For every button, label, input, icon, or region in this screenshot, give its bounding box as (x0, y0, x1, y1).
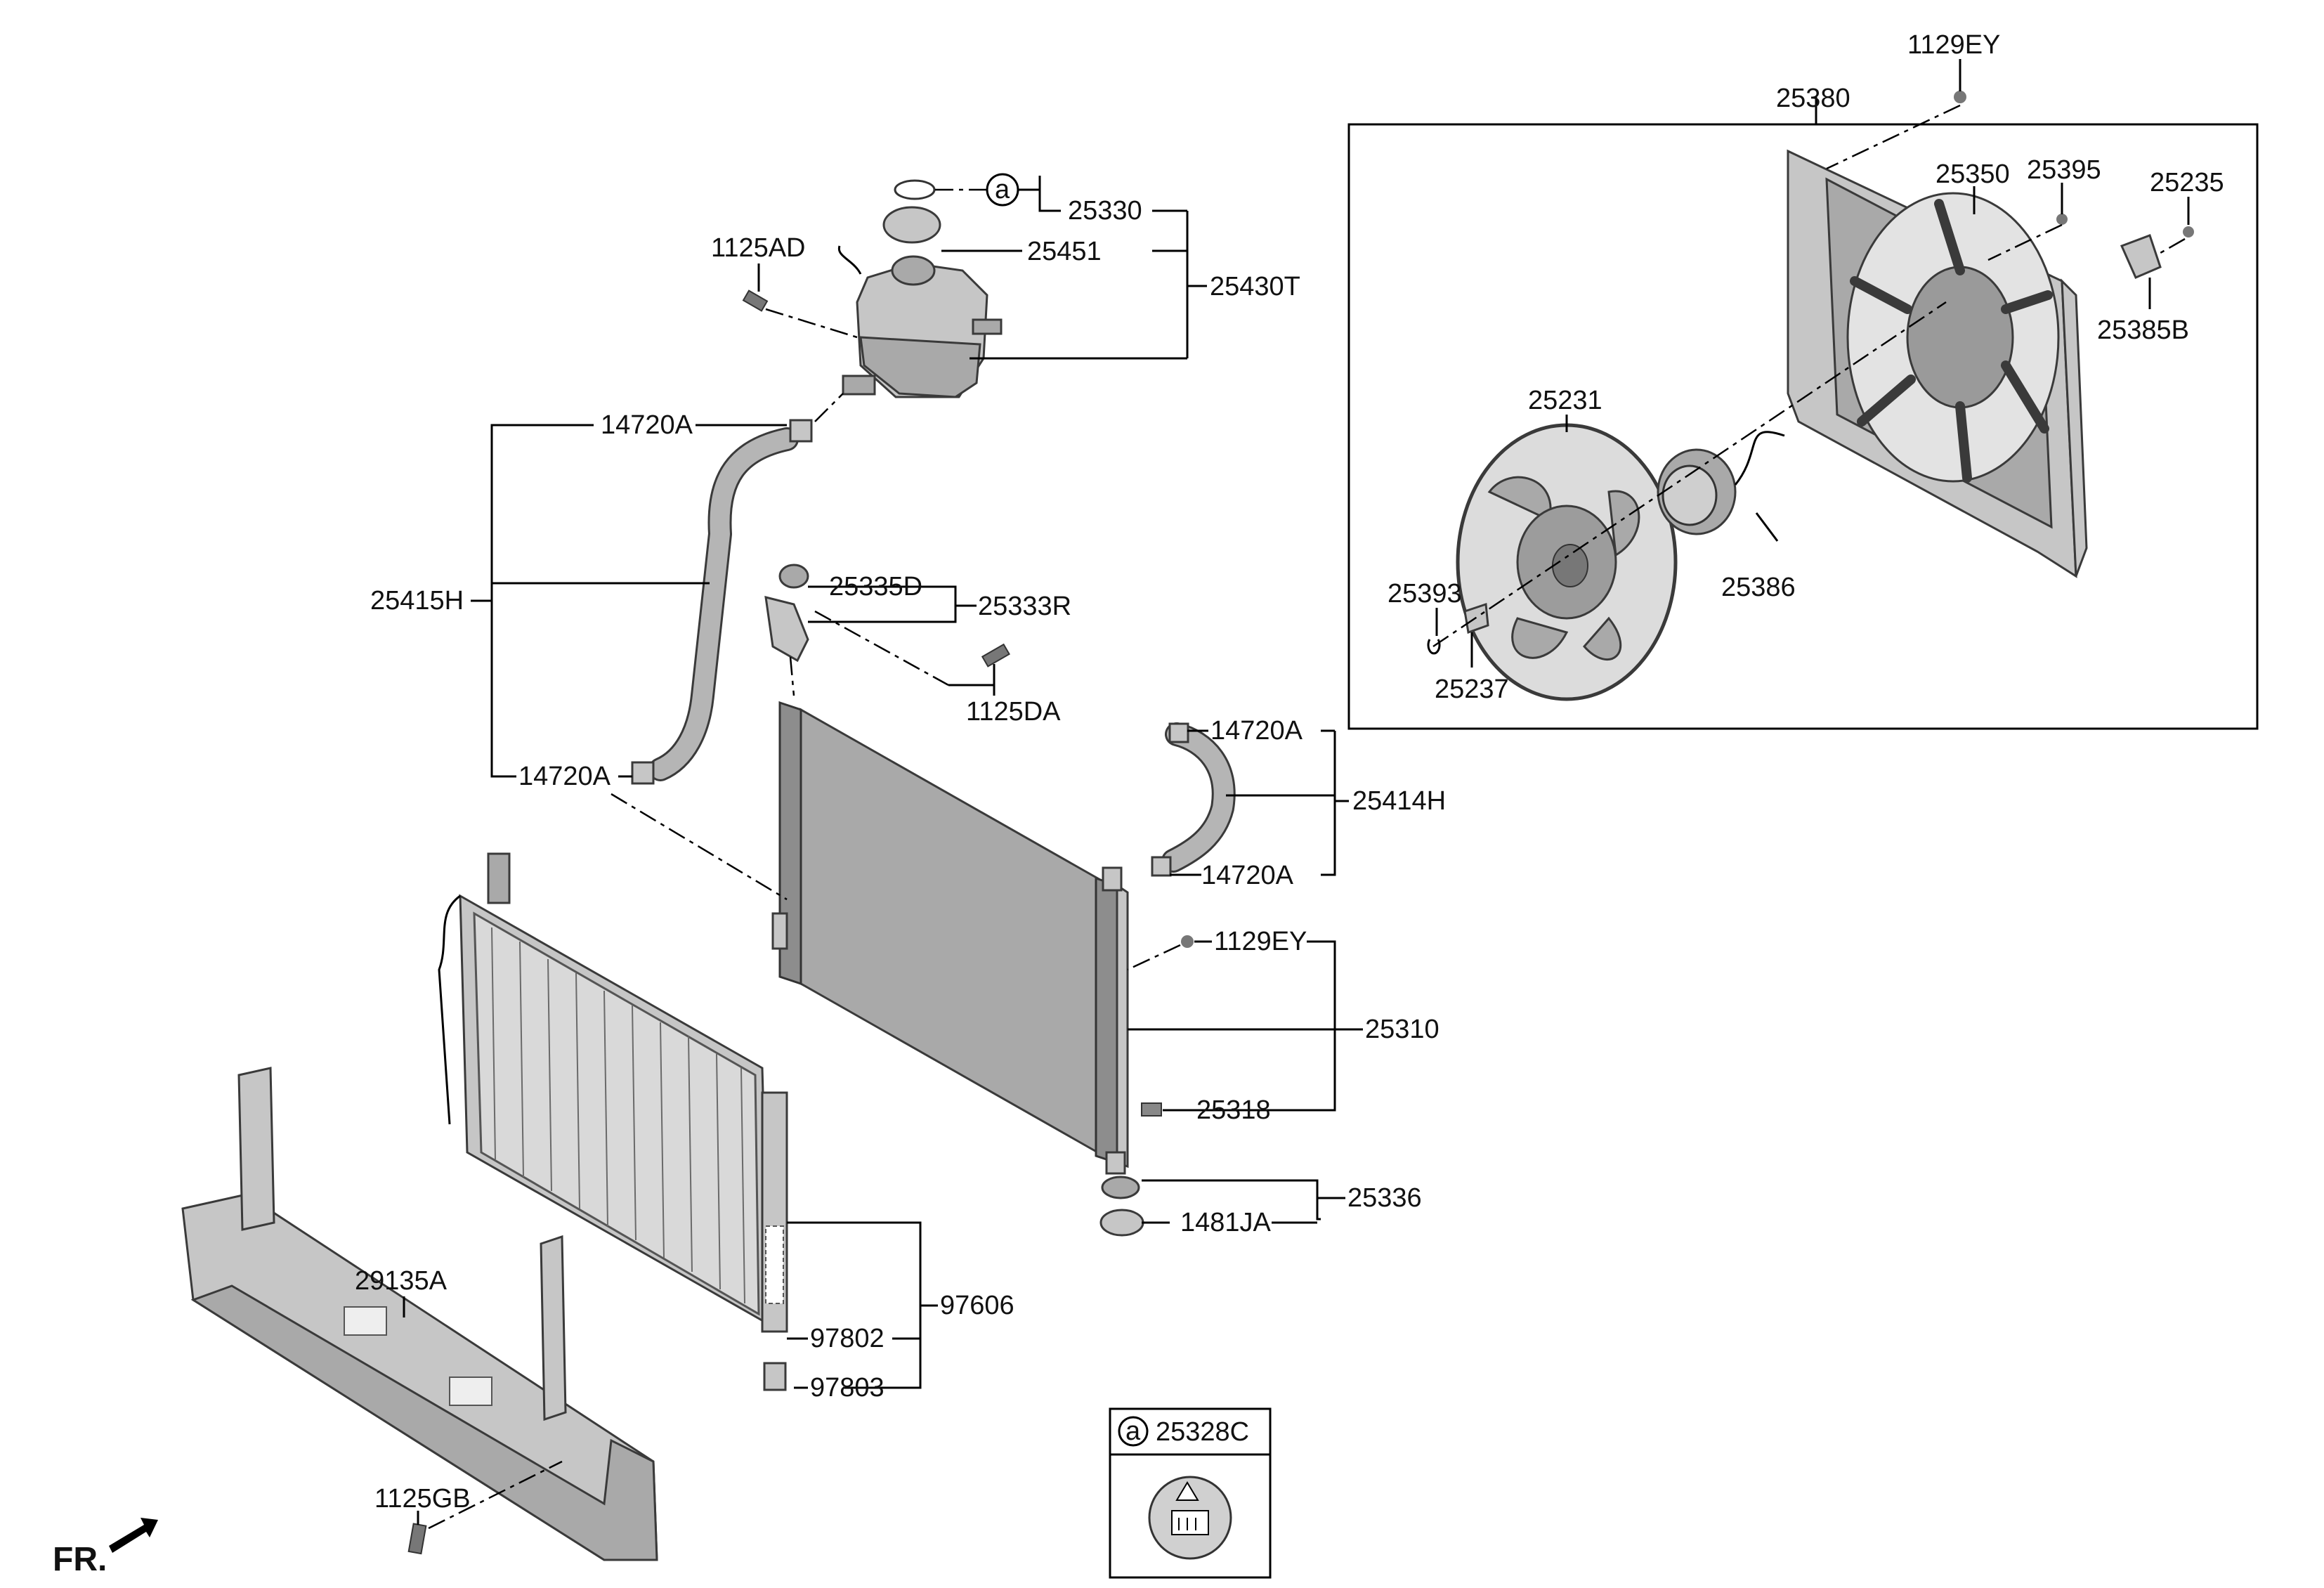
label-25231: 25231 (1528, 386, 1602, 415)
label-25451: 25451 (1027, 237, 1102, 266)
clip-top (789, 419, 813, 443)
label-25395: 25395 (2027, 155, 2101, 185)
label-25336: 25336 (1347, 1183, 1422, 1213)
radiator-callouts: 1129EY 25310 25318 (1127, 927, 1440, 1125)
label-25386: 25386 (1721, 573, 1796, 602)
label-25415H: 25415H (370, 586, 464, 616)
carrier-29135A: 29135A 1125GB (181, 1067, 658, 1561)
condenser-fins (491, 927, 745, 1304)
ref-a-top: a (995, 175, 1010, 204)
bolt-25235 (2183, 226, 2194, 237)
fan-motor (1657, 431, 1785, 535)
resistor-25385B (2120, 234, 2162, 279)
bolt-1129EY-top (1954, 91, 1966, 103)
clip-25393 (1427, 639, 1441, 655)
label-14720A-1: 14720A (601, 410, 693, 440)
label-1129EY-top: 1129EY (1907, 30, 2000, 60)
label-25430T: 25430T (1210, 272, 1300, 301)
label-1129EY-mid: 1129EY (1214, 927, 1307, 956)
label-25350: 25350 (1935, 160, 2010, 189)
bolt-25395 (2056, 214, 2068, 225)
label-25235: 25235 (2150, 168, 2224, 197)
fan-assembly-frame (1347, 123, 2259, 730)
label-25393: 25393 (1388, 579, 1462, 608)
reservoir-tank (842, 255, 1003, 398)
condenser: 97606 97802 97803 (438, 793, 1014, 1402)
label-25333R: 25333R (978, 592, 1071, 621)
hose-clip-25451 (837, 245, 862, 275)
label-14720A-2: 14720A (518, 762, 611, 791)
label-14720A-4: 14720A (1201, 861, 1294, 890)
clip-hose-top (1168, 722, 1189, 743)
label-25414H: 25414H (1352, 786, 1446, 816)
direction-label: FR. (53, 1541, 107, 1578)
fan-blade (1456, 423, 1678, 701)
label-25385B: 25385B (2097, 315, 2189, 345)
upper-hose-group: 14720A 25415H 14720A (370, 410, 813, 791)
front-arrow-icon (109, 1518, 158, 1553)
bolt-1129EY-mid (1181, 935, 1194, 948)
label-1125GB: 1125GB (374, 1484, 471, 1514)
label-97606: 97606 (940, 1291, 1014, 1320)
bushing-25335D (778, 564, 809, 589)
mount-lower-1481JA (1099, 1209, 1144, 1237)
oring (894, 179, 936, 200)
reservoir-group: a 25330 25451 25430T 1125AD (711, 173, 1300, 422)
radiator (771, 701, 1129, 1175)
clip-bottom (631, 761, 655, 785)
ref-circle-a-legend (1118, 1416, 1149, 1447)
label-25310: 25310 (1365, 1015, 1440, 1044)
label-29135A: 29135A (355, 1266, 448, 1296)
label-97802: 97802 (810, 1324, 884, 1353)
drier-cap-97803 (763, 1362, 787, 1391)
label-1125DA: 1125DA (966, 697, 1061, 727)
label-14720A-3: 14720A (1210, 716, 1303, 746)
mount-group: 25336 1481JA (1099, 1176, 1422, 1237)
label-25328C: 25328C (1156, 1417, 1249, 1447)
bracket-25333R (764, 596, 809, 663)
label-25237: 25237 (1435, 675, 1509, 704)
label-97803: 97803 (810, 1373, 884, 1402)
fan-assembly-group: 1129EY 25380 25350 25395 25235 25385B 25… (1347, 30, 2259, 730)
caution-label-icon (1148, 1476, 1232, 1560)
label-legend-box: a 25328C (1109, 1407, 1272, 1579)
label-25330: 25330 (1068, 196, 1142, 226)
label-1481JA: 1481JA (1180, 1208, 1272, 1237)
bolt-1125DA (981, 643, 1010, 668)
fan-shroud (1787, 149, 2088, 578)
label-25380: 25380 (1776, 84, 1850, 113)
mount-upper (1101, 1176, 1140, 1199)
ref-a-legend: a (1125, 1417, 1141, 1446)
label-25318: 25318 (1196, 1095, 1271, 1125)
bolt-1125AD (742, 289, 769, 312)
lower-hose-group: 14720A 25414H 14720A (1151, 716, 1446, 890)
label-1125AD: 1125AD (711, 233, 806, 263)
cap (882, 206, 941, 244)
bracket-group: 25335D 25333R 1125DA (764, 564, 1071, 727)
bolt-1125GB (407, 1523, 427, 1555)
front-direction-indicator: FR. (53, 1518, 158, 1578)
clip-hose-bottom (1151, 856, 1172, 877)
drain-plug-25318 (1141, 1102, 1162, 1117)
label-25335D: 25335D (829, 572, 922, 601)
